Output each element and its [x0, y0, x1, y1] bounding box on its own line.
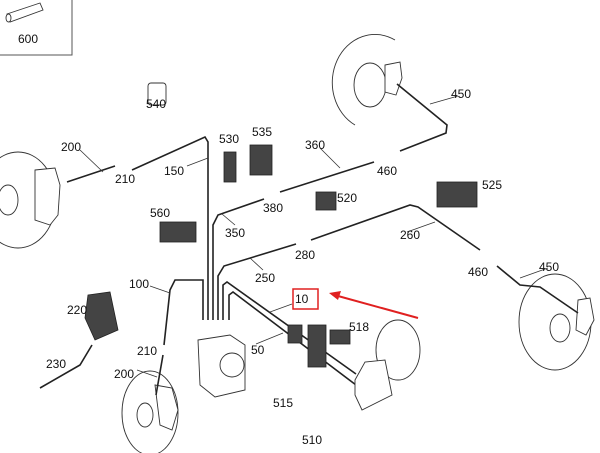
rear-right-brake-disc	[518, 273, 595, 371]
abs-hydraulic-unit	[197, 334, 246, 398]
part-540-sensor	[147, 82, 167, 106]
part-label-100[interactable]: 100	[129, 277, 149, 291]
front-left-brake-disc	[0, 151, 61, 249]
part-label-535[interactable]: 535	[252, 125, 272, 139]
part-530-bracket	[223, 151, 237, 183]
leader-lines	[79, 95, 549, 378]
red-arrow-icon	[329, 291, 419, 319]
part-525-clip	[436, 181, 478, 208]
part-510-bracket	[307, 324, 327, 368]
part-label-230[interactable]: 230	[46, 357, 66, 371]
part-label-210[interactable]: 210	[137, 344, 157, 358]
part-520-clip	[315, 191, 337, 211]
front-right-brake-disc	[121, 370, 179, 453]
part-label-450[interactable]: 450	[539, 260, 559, 274]
inset-box-600[interactable]: 600	[0, 0, 73, 56]
part-label-360[interactable]: 360	[305, 138, 325, 152]
part-label-510[interactable]: 510	[302, 433, 322, 447]
part-515-bracket	[287, 324, 303, 344]
highlighted-part-10[interactable]: 10	[292, 288, 319, 310]
part-label-200[interactable]: 200	[114, 367, 134, 381]
part-label-350[interactable]: 350	[225, 226, 245, 240]
part-label-530[interactable]: 530	[219, 132, 239, 146]
sleeve-icon	[5, 2, 44, 23]
part-220-caliper	[84, 291, 119, 341]
part-label-210[interactable]: 210	[115, 172, 135, 186]
part-label-220[interactable]: 220	[67, 303, 87, 317]
part-label-518[interactable]: 518	[349, 320, 369, 334]
part-label-280[interactable]: 280	[295, 248, 315, 262]
highlight-box	[292, 288, 319, 310]
part-518-clip	[329, 329, 351, 345]
part-label-525[interactable]: 525	[482, 178, 502, 192]
part-label-200[interactable]: 200	[61, 140, 81, 154]
part-label-380[interactable]: 380	[263, 201, 283, 215]
part-label-520[interactable]: 520	[337, 191, 357, 205]
part-label-560[interactable]: 560	[150, 206, 170, 220]
part-label-150[interactable]: 150	[164, 164, 184, 178]
part-label-515[interactable]: 515	[273, 396, 293, 410]
part-label-460[interactable]: 460	[377, 164, 397, 178]
part-label-450[interactable]: 450	[451, 87, 471, 101]
rear-right-brake-disc-top	[331, 33, 403, 126]
part-560-clip	[159, 221, 197, 243]
part-535-bracket	[249, 144, 273, 176]
part-label-50[interactable]: 50	[251, 343, 265, 357]
part-labels: 540 530 535 360 450 200 210 150 380 460 …	[46, 87, 559, 447]
part-label-10: 10	[295, 292, 309, 306]
master-cylinder-brake-booster	[354, 319, 421, 411]
part-label-600: 600	[18, 32, 38, 46]
part-label-460[interactable]: 460	[468, 265, 488, 279]
part-label-260[interactable]: 260	[400, 228, 420, 242]
part-label-540[interactable]: 540	[146, 97, 166, 111]
part-label-250[interactable]: 250	[255, 271, 275, 285]
